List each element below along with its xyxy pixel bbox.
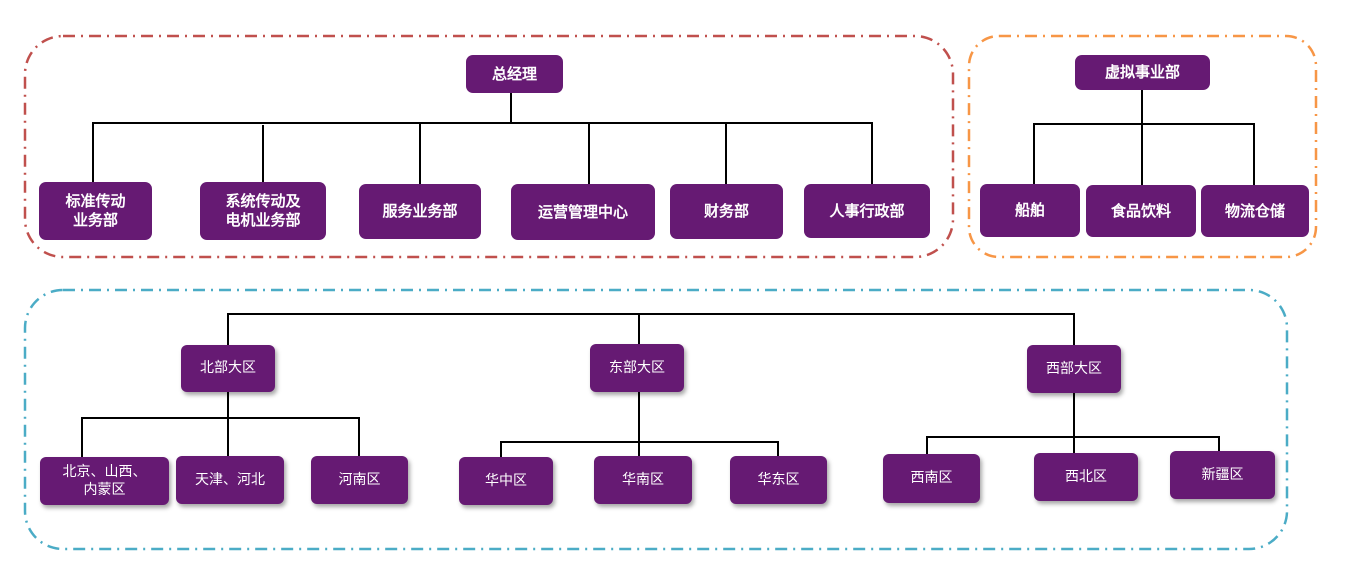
connector (725, 122, 727, 184)
connector (1033, 123, 1255, 125)
node-subregion[interactable]: 天津、河北 (176, 456, 284, 504)
node-virtual-unit[interactable]: 食品饮料 (1086, 185, 1196, 237)
connector (500, 441, 779, 443)
connector (500, 441, 502, 457)
node-subregion[interactable]: 华东区 (730, 456, 827, 504)
connector (1141, 89, 1143, 185)
node-department[interactable]: 人事行政部 (804, 184, 930, 238)
connector (926, 436, 928, 454)
connector (1033, 123, 1035, 185)
node-subregion[interactable]: 华南区 (594, 456, 692, 504)
connector (1218, 436, 1220, 452)
frame-virtual (967, 34, 1318, 259)
connector (1073, 313, 1075, 346)
connector (358, 417, 360, 457)
node-region-west[interactable]: 西部大区 (1027, 345, 1121, 393)
connector (871, 122, 873, 184)
connector (926, 436, 1220, 438)
connector (638, 313, 640, 346)
connector (227, 391, 229, 457)
node-department[interactable]: 运营管理中心 (511, 184, 655, 240)
node-virtual-division[interactable]: 虚拟事业部 (1075, 55, 1210, 90)
connector (92, 122, 94, 184)
connector (777, 441, 779, 457)
node-virtual-unit[interactable]: 物流仓储 (1201, 185, 1309, 237)
connector (1253, 123, 1255, 185)
connector (227, 313, 229, 346)
node-virtual-unit[interactable]: 船舶 (980, 184, 1080, 237)
node-region-east[interactable]: 东部大区 (590, 344, 684, 392)
node-subregion[interactable]: 新疆区 (1170, 451, 1275, 499)
node-region-north[interactable]: 北部大区 (181, 345, 275, 392)
node-department[interactable]: 标准传动 业务部 (39, 182, 152, 240)
connector (227, 313, 1075, 315)
connector (638, 391, 640, 457)
node-department[interactable]: 服务业务部 (359, 184, 481, 239)
connector (1073, 392, 1075, 454)
node-subregion[interactable]: 河南区 (311, 456, 408, 504)
node-department[interactable]: 财务部 (670, 184, 783, 239)
frame-regions (23, 288, 1289, 551)
connector (92, 122, 873, 124)
connector (588, 122, 590, 184)
connector (81, 417, 360, 419)
connector (510, 92, 512, 123)
node-subregion[interactable]: 华中区 (459, 457, 553, 505)
node-subregion[interactable]: 西南区 (883, 454, 980, 503)
connector (419, 122, 421, 184)
connector (81, 417, 83, 457)
connector (262, 125, 264, 184)
node-general-manager[interactable]: 总经理 (466, 55, 563, 93)
frame-headquarters (23, 34, 955, 259)
node-department[interactable]: 系统传动及 电机业务部 (200, 182, 326, 240)
node-subregion[interactable]: 北京、山西、 内蒙区 (40, 457, 169, 505)
node-subregion[interactable]: 西北区 (1034, 453, 1138, 501)
